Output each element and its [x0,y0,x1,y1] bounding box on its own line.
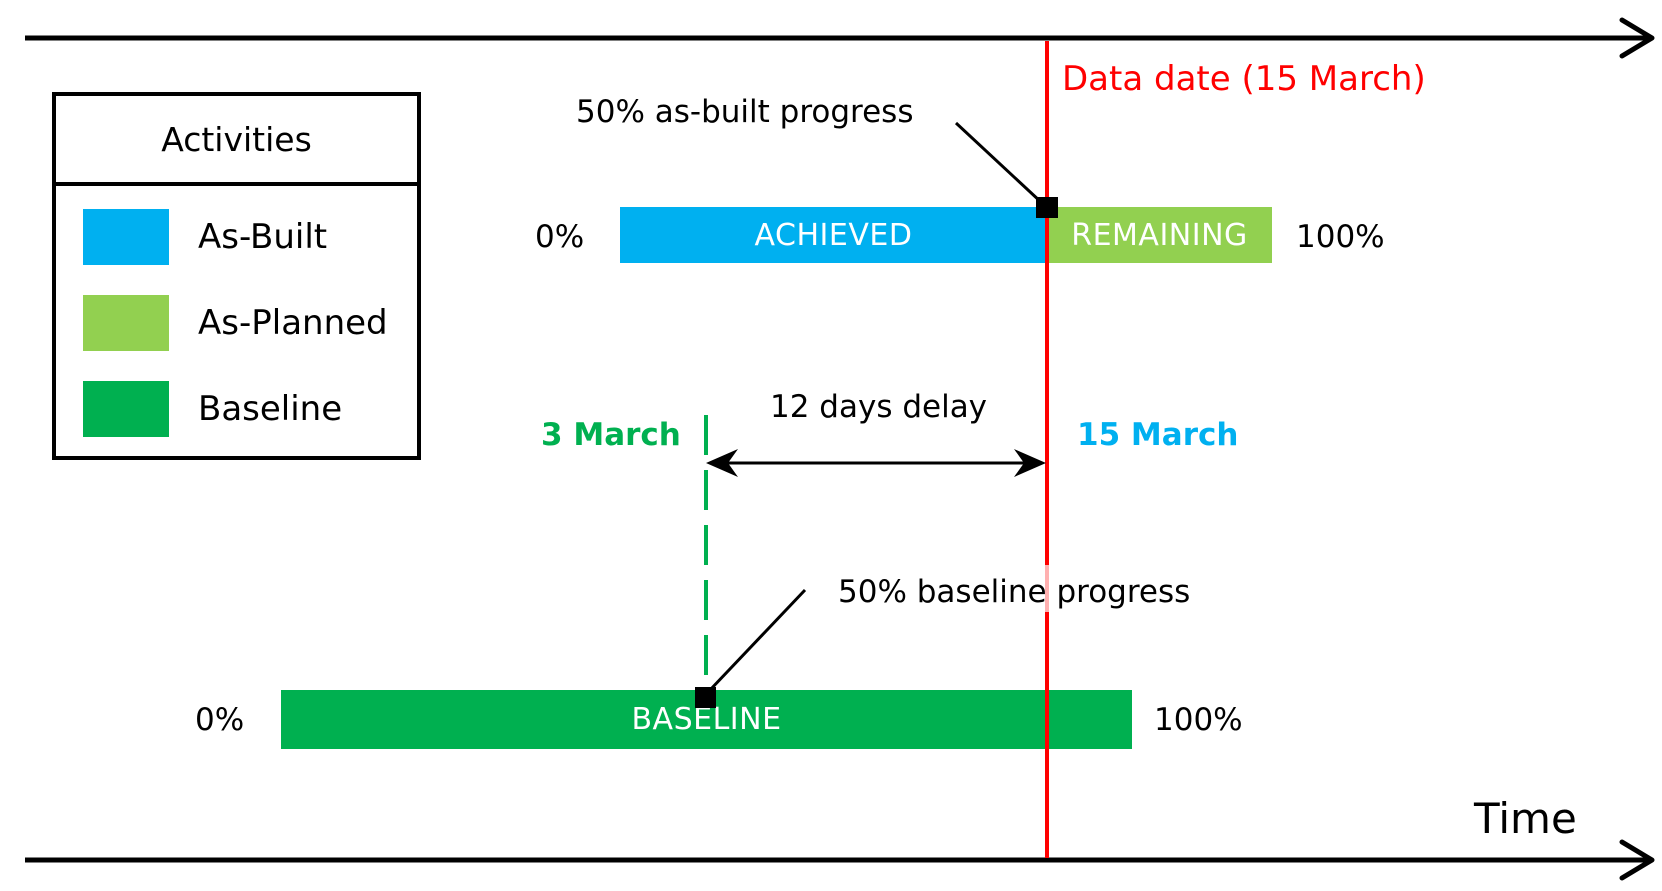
baseline-leader-line [708,588,807,692]
arrow-right-icon [1014,449,1046,477]
as-built-progress-annotation: 50% as-built progress [576,94,914,130]
baseline-start-label: 0% [195,702,245,738]
data-date-label: Data date (15 March) [1062,59,1426,99]
time-axis-label: Time [1474,794,1577,843]
legend-swatch-as-planned [83,295,169,351]
baseline-progress-marker [695,687,716,708]
baseline-end-label: 100% [1154,702,1243,738]
arrow-right-icon [1619,17,1655,59]
arrow-left-icon [706,449,738,477]
remaining-bar-label: REMAINING [1071,217,1248,253]
achieved-bar: ACHIEVED [620,207,1047,263]
as-built-progress-marker [1036,197,1058,218]
as-built-start-label: 0% [535,219,585,255]
bottom-time-axis [25,839,1655,881]
top-time-axis [25,17,1655,59]
legend-label-as-planned: As-Planned [198,303,388,343]
legend-swatch-baseline [83,381,169,437]
as-built-leader-line [954,121,1044,205]
baseline-date-label: 3 March [541,417,681,453]
legend-box: Activities As-Built As-Planned Baseline [52,92,421,460]
achieved-bar-label: ACHIEVED [754,217,913,253]
baseline-progress-annotation: 50% baseline progress [838,574,1191,610]
legend-label-baseline: Baseline [198,389,343,429]
legend-title: Activities [56,96,417,186]
legend-swatch-as-built [83,209,169,265]
remaining-bar: REMAINING [1047,207,1272,263]
delay-arrow [706,449,1046,477]
as-built-end-label: 100% [1296,219,1385,255]
delay-label: 12 days delay [770,389,988,425]
arrow-right-icon [1619,839,1655,881]
legend-label-as-built: As-Built [198,217,328,257]
actual-date-label: 15 March [1077,417,1239,453]
